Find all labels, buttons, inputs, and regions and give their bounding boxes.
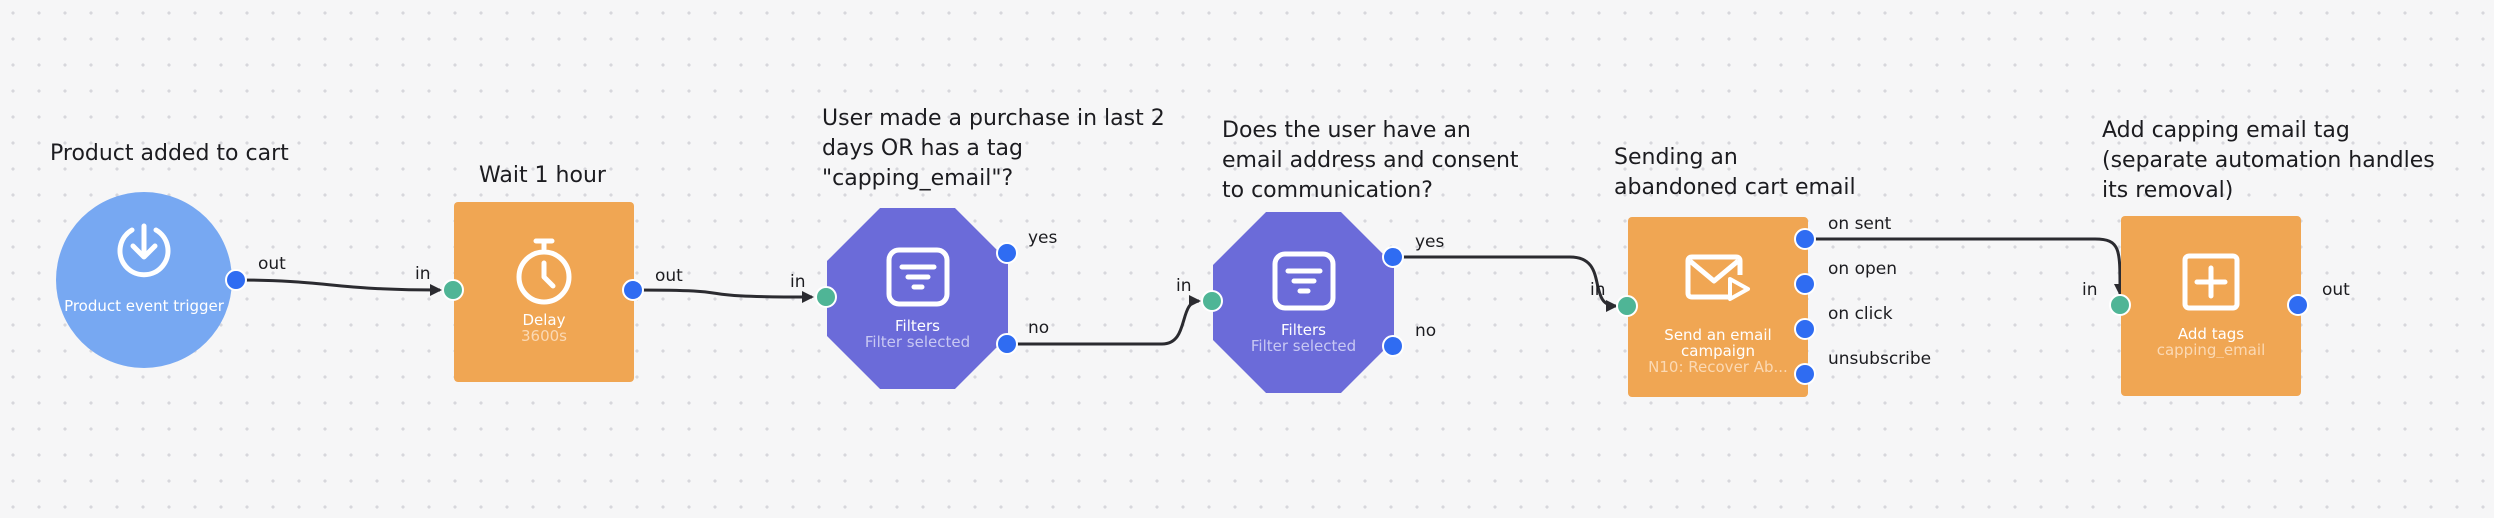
email-title: Send an email campaign xyxy=(1664,326,1772,360)
filter2-title: Filters xyxy=(1281,321,1326,339)
filter1-title: Filters xyxy=(895,317,940,335)
trigger-title: Product event trigger xyxy=(64,297,224,315)
email-subtitle: N10: Recover Ab... xyxy=(1648,359,1788,375)
caption-tags: Add capping email tag(separate automatio… xyxy=(2102,118,2435,203)
tags-title: Add tags xyxy=(2177,325,2245,343)
email-on-sent-label: on sent xyxy=(1828,214,1892,234)
filter-node-2[interactable]: Filters Filter selected xyxy=(1213,212,1394,393)
email-in-port[interactable] xyxy=(1616,295,1638,317)
tags-in-label: in xyxy=(2082,280,2098,300)
email-in-label: in xyxy=(1590,280,1606,300)
filter1-subtitle: Filter selected xyxy=(864,334,971,350)
trigger-out-port[interactable] xyxy=(225,269,247,291)
filter-icon xyxy=(885,246,951,312)
filter2-no-label: no xyxy=(1415,321,1437,341)
delay-out-label: out xyxy=(655,266,683,286)
product-event-trigger-node[interactable]: Product event trigger xyxy=(56,192,232,368)
filter1-no-label: no xyxy=(1028,318,1050,338)
add-tags-node[interactable]: Add tags capping_email xyxy=(2121,216,2301,396)
add-tag-icon xyxy=(2181,252,2241,316)
stopwatch-icon xyxy=(512,236,576,310)
email-on-open-label: on open xyxy=(1828,259,1898,279)
delay-in-port[interactable] xyxy=(442,279,464,301)
trigger-out-label: out xyxy=(258,254,286,274)
filter1-in-label: in xyxy=(790,272,806,292)
email-on-sent-port[interactable] xyxy=(1794,228,1816,250)
tags-out-port[interactable] xyxy=(2287,294,2309,316)
tags-out-label: out xyxy=(2322,280,2350,300)
filter2-yes-port[interactable] xyxy=(1382,246,1404,268)
edge-delay-to-filter1[interactable] xyxy=(632,288,814,303)
filter1-in-port[interactable] xyxy=(815,286,837,308)
filter-icon xyxy=(1271,250,1337,316)
filter1-no-port[interactable] xyxy=(996,333,1018,355)
filter2-in-port[interactable] xyxy=(1201,290,1223,312)
email-on-click-port[interactable] xyxy=(1794,318,1816,340)
edge-trigger-to-delay[interactable] xyxy=(235,278,442,296)
caption-trigger: Product added to cart xyxy=(50,141,289,166)
email-on-click-label: on click xyxy=(1828,304,1893,324)
caption-delay: Wait 1 hour xyxy=(479,163,606,188)
edge-email-sent-to-tags[interactable] xyxy=(1805,237,2127,296)
email-send-icon xyxy=(1684,251,1752,311)
delay-subtitle: 3600s xyxy=(521,328,567,344)
download-icon xyxy=(112,218,176,286)
delay-out-port[interactable] xyxy=(622,279,644,301)
delay-node[interactable]: Delay 3600s xyxy=(454,202,634,382)
delay-in-label: in xyxy=(415,264,431,284)
filter2-yes-label: yes xyxy=(1415,232,1445,252)
filter2-no-port[interactable] xyxy=(1382,335,1404,357)
filter1-yes-port[interactable] xyxy=(996,242,1018,264)
filter2-in-label: in xyxy=(1176,276,1192,296)
tags-subtitle: capping_email xyxy=(2156,342,2266,358)
delay-title: Delay xyxy=(522,311,566,329)
email-unsubscribe-label: unsubscribe xyxy=(1828,349,1932,369)
email-unsubscribe-port[interactable] xyxy=(1794,363,1816,385)
send-email-campaign-node[interactable]: Send an email campaign N10: Recover Ab..… xyxy=(1628,217,1808,397)
edge-filter2-yes-to-email[interactable] xyxy=(1393,255,1618,312)
filter2-subtitle: Filter selected xyxy=(1250,338,1357,354)
filter1-yes-label: yes xyxy=(1028,228,1058,248)
filter-node-1[interactable]: Filters Filter selected xyxy=(827,208,1008,389)
edge-filter1-no-to-filter2[interactable] xyxy=(1007,295,1201,346)
tags-in-port[interactable] xyxy=(2109,294,2131,316)
email-on-open-port[interactable] xyxy=(1794,273,1816,295)
